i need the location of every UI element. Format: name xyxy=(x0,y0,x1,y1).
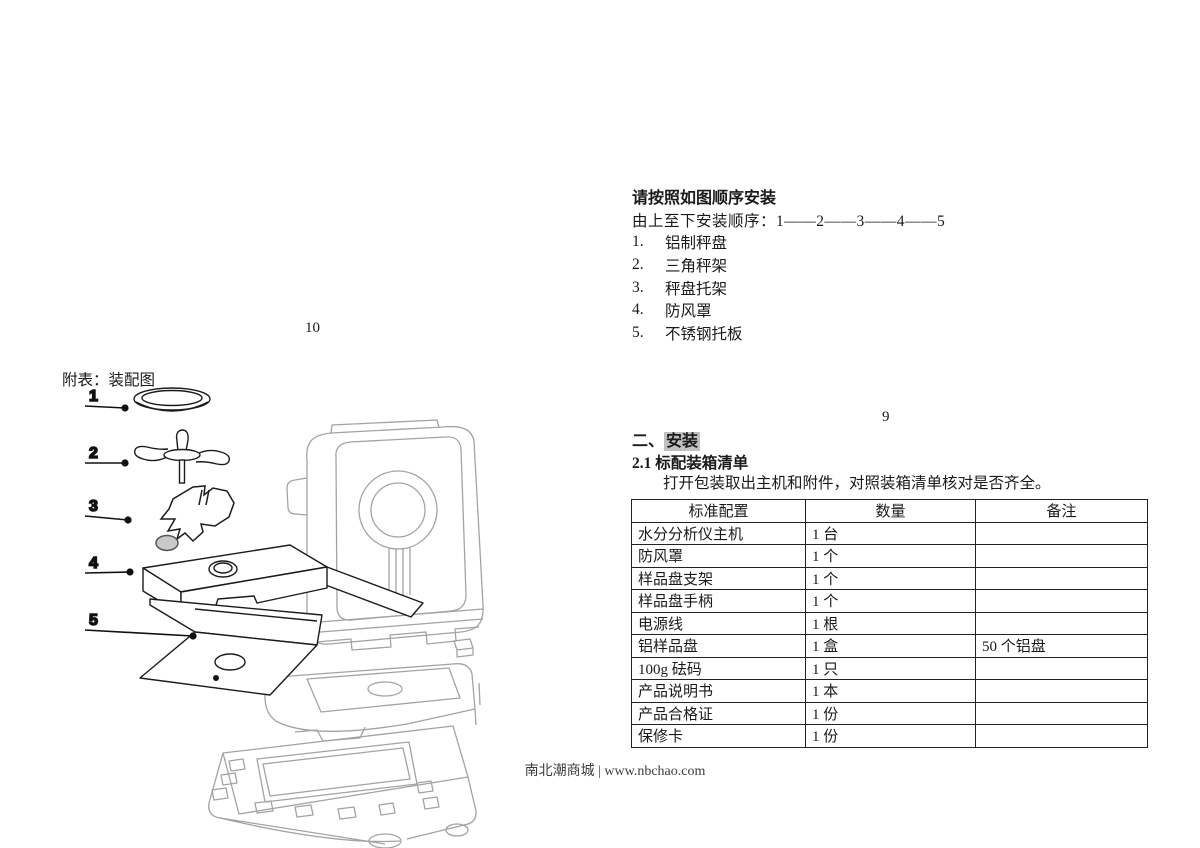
table-cell: 1 只 xyxy=(805,656,976,680)
install-step: 2. 三角秤架 xyxy=(632,254,743,277)
table-cell: 1 份 xyxy=(805,724,976,748)
table-cell xyxy=(975,679,1148,703)
table-cell xyxy=(975,611,1148,635)
section-heading: 二、安装 xyxy=(632,427,701,451)
install-step: 4. 防风罩 xyxy=(632,299,743,322)
step-number: 1. xyxy=(632,233,644,251)
leader-5: 5 xyxy=(84,611,197,640)
step-label: 三角秤架 xyxy=(665,258,728,276)
svg-text:2: 2 xyxy=(89,445,98,462)
page-number-left: 10 xyxy=(305,320,320,336)
header-standard-config: 标准配置 xyxy=(631,499,806,523)
handle-pad xyxy=(155,534,179,552)
svg-text:3: 3 xyxy=(89,498,98,515)
table-cell: 1 个 xyxy=(805,544,976,568)
install-step-list: 1. 铝制秤盘 2. 三角秤架 3. 秤盘托架 4. 防风罩 5. 不锈钢托板 xyxy=(632,231,743,344)
step-label: 不锈钢托板 xyxy=(665,326,743,344)
table-cell: 水分分析仪主机 xyxy=(631,521,806,545)
table-cell xyxy=(975,544,1148,568)
leader-4: 4 xyxy=(84,554,134,576)
step-number: 3. xyxy=(632,278,644,296)
exploded-assembly-diagram: 1 2 3 4 5 xyxy=(84,387,484,848)
table-cell: 1 个 xyxy=(805,589,976,613)
table-cell: 100g 砝码 xyxy=(631,656,806,680)
diagram-caption: 附表：装配图 xyxy=(62,372,156,389)
table-cell: 保修卡 xyxy=(631,724,806,748)
svg-text:1: 1 xyxy=(89,388,98,405)
install-step: 5. 不锈钢托板 xyxy=(632,322,743,345)
section-heading-prefix: 二、 xyxy=(632,433,665,450)
table-cell xyxy=(975,566,1148,590)
section-heading-highlight: 安装 xyxy=(664,432,701,451)
table-cell xyxy=(975,656,1148,680)
leader-lines: 1 2 3 4 5 xyxy=(84,387,197,640)
table-cell: 50 个铝盘 xyxy=(975,634,1148,658)
table-cell xyxy=(975,701,1148,725)
table-cell: 1 盒 xyxy=(805,634,976,658)
table-cell: 防风罩 xyxy=(631,544,806,568)
plate-pin-dot xyxy=(213,675,219,681)
part-5-plate xyxy=(139,598,323,696)
table-cell: 1 台 xyxy=(805,521,976,545)
table-header-row: 标准配置 数量 备注 xyxy=(631,499,1148,523)
leader-1: 1 xyxy=(84,387,129,412)
header-remark: 备注 xyxy=(975,499,1148,523)
intro-paragraph: 打开包装取出主机和附件，对照装箱清单核对是否齐全。 xyxy=(663,475,1051,492)
install-step: 3. 秤盘托架 xyxy=(632,276,743,299)
svg-text:5: 5 xyxy=(89,612,98,629)
table-cell xyxy=(975,521,1148,545)
step-label: 秤盘托架 xyxy=(665,280,728,298)
step-label: 铝制秤盘 xyxy=(665,235,728,253)
install-step: 1. 铝制秤盘 xyxy=(632,231,743,254)
part-1-pan xyxy=(133,387,211,412)
leader-2: 2 xyxy=(85,444,129,467)
table-cell xyxy=(975,589,1148,613)
table-cell: 样品盘支架 xyxy=(631,566,806,590)
part-2-tripod xyxy=(133,429,231,484)
install-heading: 请按照如图顺序安装 xyxy=(632,190,777,207)
step-number: 4. xyxy=(632,301,644,319)
header-quantity: 数量 xyxy=(805,499,976,523)
table-cell: 产品合格证 xyxy=(631,701,806,725)
leader-3: 3 xyxy=(84,497,132,524)
table-cell: 电源线 xyxy=(631,611,806,635)
table-cell: 1 根 xyxy=(805,611,976,635)
page-number-right: 9 xyxy=(882,409,890,425)
table-cell: 产品说明书 xyxy=(631,679,806,703)
subsection-heading: 2.1 标配装箱清单 xyxy=(632,455,749,472)
step-number: 2. xyxy=(632,256,644,274)
svg-text:4: 4 xyxy=(89,555,98,572)
analyzer-outline xyxy=(208,419,484,848)
table-cell: 1 本 xyxy=(805,679,976,703)
part-3-handle xyxy=(155,485,235,552)
table-cell: 样品盘手柄 xyxy=(631,589,806,613)
step-label: 防风罩 xyxy=(665,303,712,321)
table-cell: 1 份 xyxy=(805,701,976,725)
table-cell: 铝样品盘 xyxy=(631,634,806,658)
watermark-footer: 南北潮商城 | www.nbchao.com xyxy=(524,764,706,779)
table-cell: 1 个 xyxy=(805,566,976,590)
table-cell xyxy=(975,724,1148,748)
install-order-line: 由上至下安装顺序：1——2——3——4——5 xyxy=(632,213,946,230)
step-number: 5. xyxy=(632,324,644,342)
